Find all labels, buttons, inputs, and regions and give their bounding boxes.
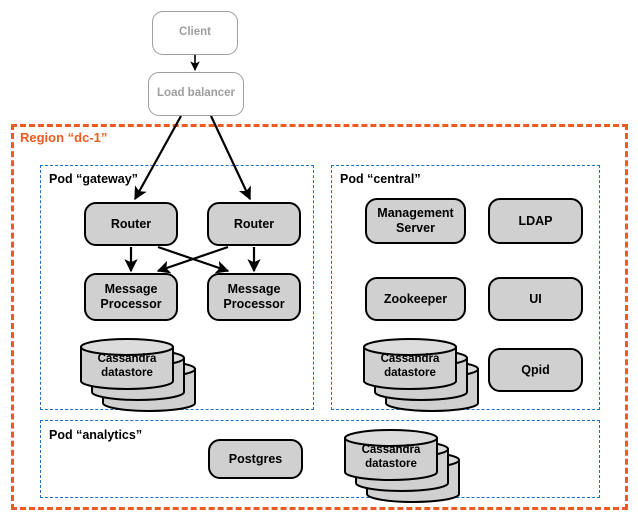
node-load-balancer[interactable]: Load balancer [148,72,244,116]
datastore-cassandra-gateway[interactable] [80,338,201,419]
node-label-message-processor-2: Message Processor [223,282,285,311]
node-label-ldap: LDAP [518,213,553,228]
node-label-zookeeper: Zookeeper [383,291,448,306]
pod-central-boundary [331,165,600,410]
node-postgres[interactable]: Postgres [208,439,303,479]
node-label-client: Client [179,26,211,39]
node-label-router-1: Router [110,216,152,231]
pod-label-central: Pod “central” [340,172,421,186]
datastore-cassandra-analytics[interactable] [344,429,465,510]
node-router-1[interactable]: Router [84,202,178,246]
pod-label-analytics: Pod “analytics” [49,428,143,442]
node-management-server[interactable]: Management Server [365,198,466,244]
region-dc-1-boundary [11,124,628,510]
node-zookeeper[interactable]: Zookeeper [365,277,466,321]
node-client[interactable]: Client [152,11,238,55]
region-label: Region “dc-1” [20,130,108,145]
node-label-qpid: Qpid [521,362,550,377]
pod-analytics-boundary [40,420,600,498]
node-label-postgres: Postgres [228,451,283,466]
node-message-processor-1[interactable]: Message Processor [84,273,178,321]
node-ldap[interactable]: LDAP [488,198,583,244]
node-message-processor-2[interactable]: Message Processor [207,273,301,321]
node-label-load-balancer: Load balancer [157,87,235,100]
node-label-router-2: Router [233,216,275,231]
datastore-cassandra-central[interactable] [363,338,484,419]
node-qpid[interactable]: Qpid [488,348,583,392]
node-router-2[interactable]: Router [207,202,301,246]
pod-label-gateway: Pod “gateway” [49,172,138,186]
node-label-message-processor-1: Message Processor [100,282,162,311]
node-label-management-server: Management Server [377,206,454,235]
node-ui[interactable]: UI [488,277,583,321]
node-label-ui: UI [529,291,542,306]
